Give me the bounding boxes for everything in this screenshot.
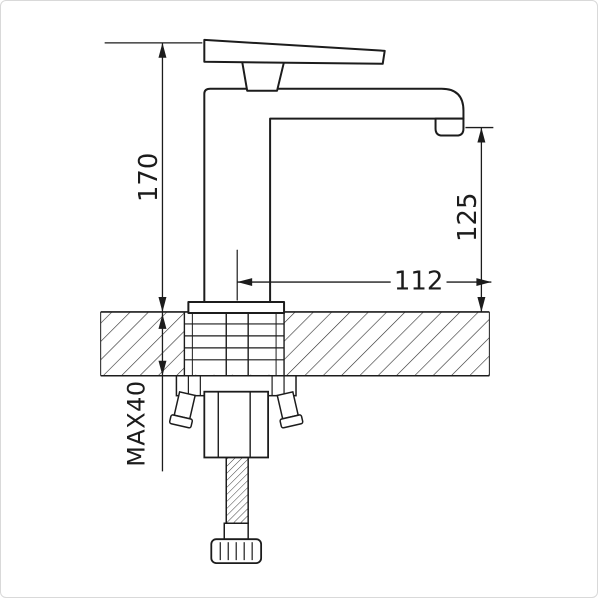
arrow-right-icon: [476, 278, 492, 287]
dimension-overall-height: [104, 42, 203, 312]
faucet-aerator: [434, 117, 465, 137]
arrow-down-icon: [477, 297, 486, 312]
label-spout-height: 125: [453, 193, 483, 242]
arrow-down-icon: [158, 360, 167, 376]
label-spout-reach: 112: [394, 267, 443, 297]
faucet: [187, 38, 465, 314]
arrow-down-icon: [158, 297, 167, 312]
faucet-neck: [241, 60, 286, 92]
arrow-up-icon: [158, 42, 167, 58]
countertop-section: [100, 311, 490, 377]
base-plate: [187, 300, 286, 314]
mounting-shank: [183, 311, 285, 376]
faucet-handle: [203, 38, 386, 65]
bottom-collar: [223, 522, 249, 540]
arrow-up-icon: [477, 127, 486, 143]
knurled-nut: [210, 538, 263, 565]
dimension-spout-reach: [237, 278, 492, 287]
label-overall-height: 170: [134, 153, 164, 202]
dimension-max-thickness: [158, 311, 167, 472]
dimension-lines: [104, 42, 494, 472]
arrow-left-icon: [237, 278, 253, 287]
arrow-up-icon: [158, 313, 167, 329]
mounting-nut: [203, 390, 270, 459]
supply-hose-left: [168, 390, 197, 429]
faucet-body: [203, 87, 465, 303]
hose-flange: [175, 374, 297, 397]
supply-hose-right: [276, 390, 304, 429]
label-max-thickness: MAX40: [123, 380, 151, 466]
